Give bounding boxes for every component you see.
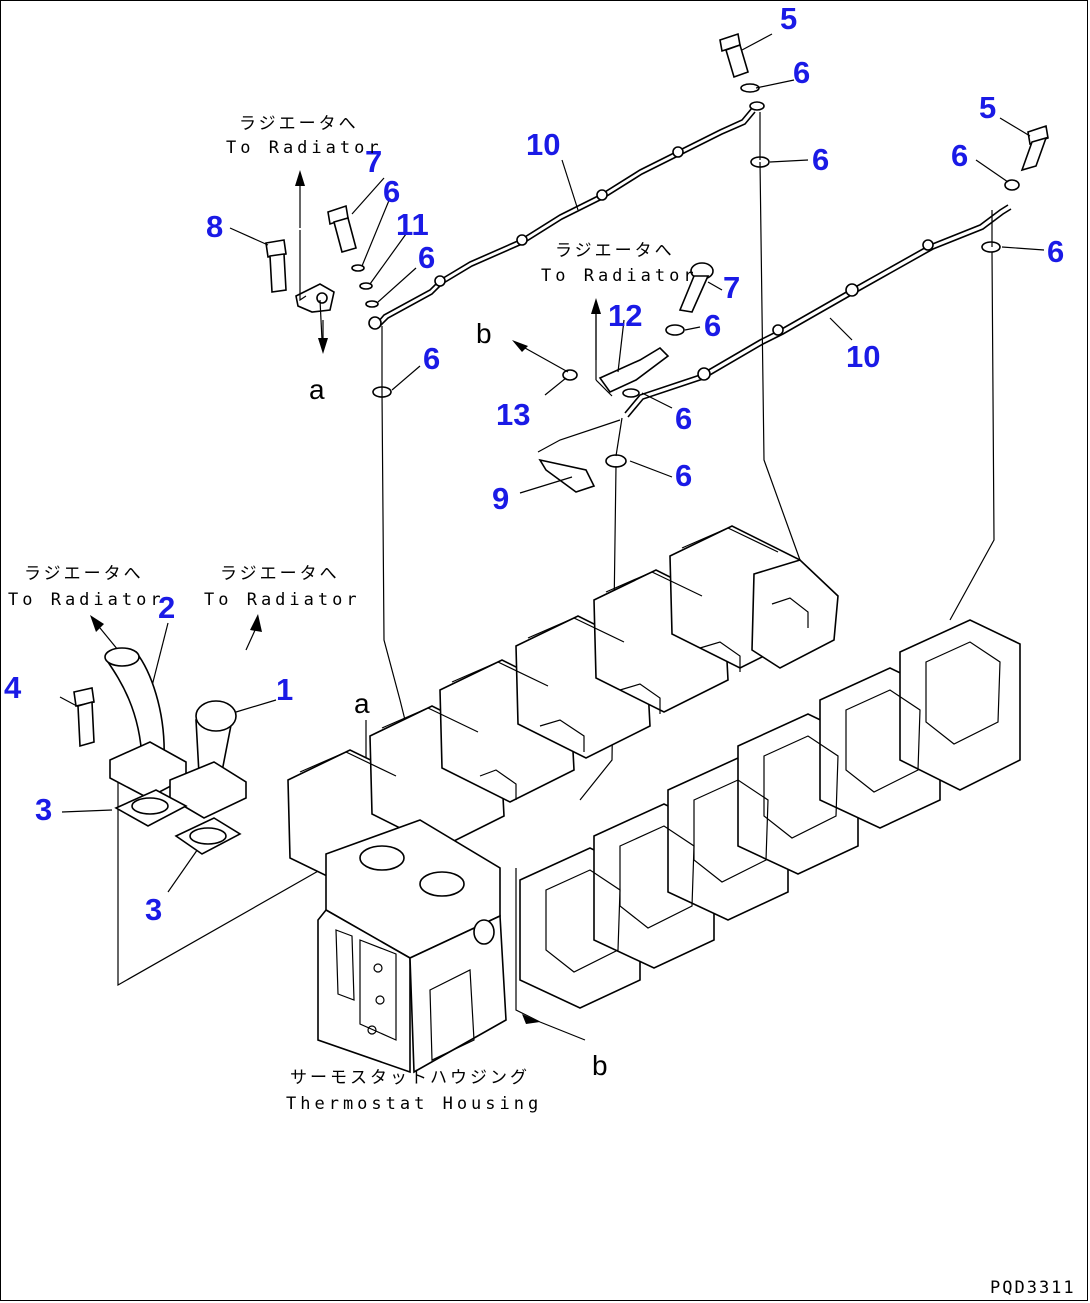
part-number-7: 7	[723, 270, 741, 305]
callout-radiator-jp: ラジエータへ	[220, 564, 340, 584]
bolt-8	[265, 239, 287, 293]
part-number-6: 6	[418, 240, 436, 275]
part-number-11: 11	[396, 207, 429, 242]
thermostat-housing	[317, 819, 507, 1074]
water-pipes	[104, 647, 247, 855]
part-number-4: 4	[4, 670, 22, 705]
part-number-6: 6	[951, 138, 969, 173]
part-number-6: 6	[1047, 234, 1065, 269]
part-number-9: 9	[492, 481, 510, 516]
callout-radiator-jp: ラジエータへ	[24, 564, 144, 584]
part-number-10: 10	[846, 339, 881, 374]
part-number-6: 6	[383, 174, 401, 209]
ref-letter-a: a	[354, 688, 370, 719]
part-number-3: 3	[145, 892, 163, 927]
part-number-2: 2	[158, 590, 176, 625]
bolt-4	[73, 687, 95, 748]
drawing-code: PQD3311	[990, 1278, 1076, 1298]
connector-12	[598, 346, 670, 394]
callout-radiator-en: To Radiator	[226, 138, 383, 158]
ref-letter-a: a	[309, 374, 325, 405]
head-row-upper	[287, 525, 839, 893]
ref-letter-b: b	[592, 1050, 608, 1081]
part-number-6: 6	[793, 55, 811, 90]
fitting-9	[538, 458, 596, 493]
callout-radiator-jp: ラジエータへ	[555, 241, 675, 261]
part-number-1: 1	[276, 672, 294, 707]
callout-radiator-en: To Radiator	[541, 266, 698, 286]
connector-11	[295, 283, 335, 313]
part-number-10: 10	[526, 127, 561, 162]
part-number-5: 5	[780, 1, 798, 36]
bolts-5	[719, 32, 1049, 172]
part-number-7: 7	[365, 144, 383, 179]
part-number-6: 6	[675, 458, 693, 493]
part-number-12: 12	[608, 298, 643, 333]
part-number-6: 6	[704, 308, 722, 343]
bolts-7	[327, 204, 714, 313]
part-number-8: 8	[206, 209, 224, 244]
part-number-13: 13	[496, 397, 531, 432]
washers	[351, 83, 1020, 468]
ref-letter-b: b	[476, 318, 492, 349]
callout-radiator-en: To Radiator	[8, 590, 165, 610]
tube-left	[377, 107, 753, 323]
callout-radiator-en: To Radiator	[204, 590, 361, 610]
callout-thermostat-en: Thermostat Housing	[286, 1094, 543, 1114]
part-number-3: 3	[35, 792, 53, 827]
number-leaders	[59, 33, 1045, 893]
tube-right	[624, 204, 1009, 414]
callout-radiator-jp: ラジエータへ	[239, 114, 359, 134]
part-number-6: 6	[423, 341, 441, 376]
callout-thermostat-jp: サーモスタットハウジング	[290, 1068, 530, 1088]
part-number-6: 6	[675, 401, 693, 436]
part-number-6: 6	[812, 142, 830, 177]
part-number-5: 5	[979, 90, 997, 125]
